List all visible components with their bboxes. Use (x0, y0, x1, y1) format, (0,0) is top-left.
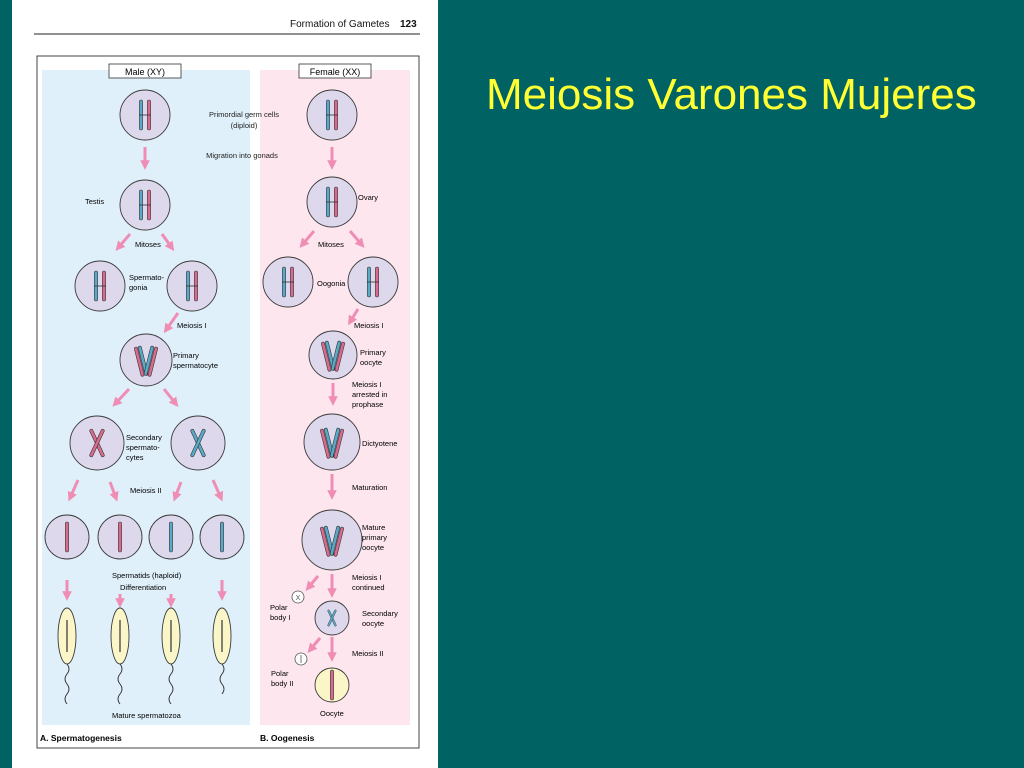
label-secondary-3: cytes (126, 453, 144, 462)
label-female-meiosis-1: Meiosis I (354, 321, 384, 330)
label-continued-1: Meiosis I (352, 573, 382, 582)
label-female-mitoses: Mitoses (318, 240, 344, 249)
label-polar2-1: Polar (271, 669, 289, 678)
page-number: 123 (400, 19, 417, 30)
label-oocyte: Oocyte (320, 709, 344, 718)
label-mature-2: primary (362, 533, 387, 542)
section-spermatogenesis: A. Spermatogenesis (40, 733, 122, 743)
figure-frame (36, 55, 420, 749)
label-mature-3: oocyte (362, 543, 384, 552)
slide-title: Meiosis Varones Mujeres (486, 70, 977, 119)
male-column: Testis Mitoses Spermato- gonia Meiosis I… (40, 89, 245, 743)
section-oogenesis: B. Oogenesis (260, 733, 315, 743)
polar-body-1 (291, 590, 305, 604)
label-spermatogonia-1: Spermato- (129, 273, 165, 282)
label-polar2-2: body II (271, 679, 294, 688)
label-female-meiosis-2: Meiosis II (352, 649, 384, 658)
label-diploid: (diploid) (231, 121, 258, 130)
label-arrest-3: prophase (352, 400, 383, 409)
label-male-mitoses: Mitoses (135, 240, 161, 249)
label-polar1-1: Polar (270, 603, 288, 612)
gametogenesis-diagram: Formation of Gametes 123 Male (XY) Femal… (34, 19, 420, 749)
dictyotene-oocyte (303, 413, 361, 471)
label-maturation: Maturation (352, 483, 387, 492)
label-arrest-2: arrested in (352, 390, 387, 399)
label-continued-2: continued (352, 583, 385, 592)
polar-body-1-x: X (296, 595, 301, 602)
male-header-box (108, 63, 182, 79)
label-male-meiosis-1: Meiosis I (177, 321, 207, 330)
female-column: Ovary Mitoses Oogonia Meiosis I Primary … (260, 89, 399, 743)
label-ovary: Ovary (358, 193, 378, 202)
spermatozoa (57, 607, 232, 705)
mature-primary-oocyte (301, 509, 363, 571)
label-arrest-1: Meiosis I (352, 380, 382, 389)
label-migration: Migration into gonads (206, 151, 278, 160)
primary-oocyte (308, 330, 358, 380)
female-header-box (298, 63, 372, 79)
label-dictyotene: Dictyotene (362, 439, 397, 448)
label-mature-1: Mature (362, 523, 385, 532)
primary-spermatocyte (119, 333, 173, 387)
label-polar1-2: body I (270, 613, 290, 622)
label-primordial: Primordial germ cells (209, 110, 279, 119)
female-header: Female (XX) (310, 67, 361, 77)
label-primary-oocyte-1: Primary (360, 348, 386, 357)
label-secondary-1: Secondary (126, 433, 162, 442)
textbook-page: Formation of Gametes 123 Male (XY) Femal… (12, 0, 438, 768)
label-primary-spermatocyte-2: spermatocyte (173, 361, 218, 370)
label-primary-spermatocyte-1: Primary (173, 351, 199, 360)
label-differentiation: Differentiation (120, 583, 166, 592)
label-secondary-oocyte-2: oocyte (362, 619, 384, 628)
label-testis: Testis (85, 197, 104, 206)
label-secondary-oocyte-1: Secondary (362, 609, 398, 618)
label-spermatids: Spermatids (haploid) (112, 571, 182, 580)
label-oogonia: Oogonia (317, 279, 346, 288)
label-secondary-2: spermato- (126, 443, 160, 452)
label-mature-spermatozoa: Mature spermatozoa (112, 711, 182, 720)
male-header: Male (XY) (125, 67, 165, 77)
label-primary-oocyte-2: oocyte (360, 358, 382, 367)
label-spermatogonia-2: gonia (129, 283, 148, 292)
label-male-meiosis-2: Meiosis II (130, 486, 162, 495)
chapter-title: Formation of Gametes (290, 19, 389, 30)
